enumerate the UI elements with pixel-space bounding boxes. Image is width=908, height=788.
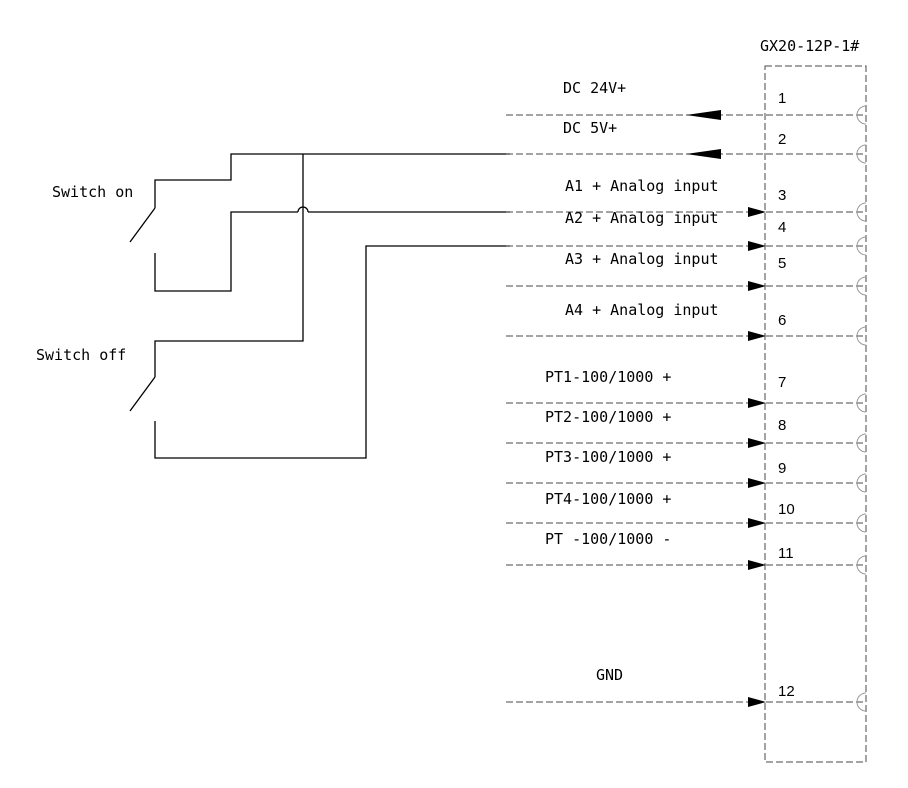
pin-3-label: A1 + Analog input: [565, 177, 719, 195]
pin-12-contact: [856, 692, 867, 712]
pin-10-arrow: [748, 518, 766, 528]
pin-3-number: 3: [778, 187, 786, 204]
switch-wiring: [129, 153, 510, 459]
pin-6-label: A4 + Analog input: [565, 301, 719, 319]
pin-3-contact: [856, 202, 867, 222]
connector-body: [764, 65, 867, 763]
pin-10-contact: [856, 513, 867, 533]
pin-2: DC 5V+ 2: [506, 119, 867, 164]
pin-5: A3 + Analog input 5: [506, 250, 867, 296]
switch-on-return-wire: [154, 211, 298, 292]
pin-10-label: PT4-100/1000 +: [545, 490, 671, 508]
pin-9: PT3-100/1000 + 9: [506, 448, 867, 493]
pin-1-label: DC 24V+: [563, 79, 626, 97]
pin-1: DC 24V+ 1: [506, 79, 867, 125]
pin-2-contact: [856, 144, 867, 164]
pin-8: PT2-100/1000 + 8: [506, 408, 867, 453]
pin-5-arrow: [748, 281, 766, 291]
pin-12: GND 12: [506, 666, 867, 712]
pin-8-arrow: [748, 438, 766, 448]
switch-on-label: Switch on: [52, 183, 133, 201]
pin-3-arrow: [748, 207, 766, 217]
pin-7: PT1-100/1000 + 7: [506, 368, 867, 413]
pin-12-arrow: [748, 697, 766, 707]
pin-4-label: A2 + Analog input: [565, 209, 719, 227]
pin-6-arrow: [748, 331, 766, 341]
pin-5-number: 5: [778, 255, 786, 272]
pin-11: PT -100/1000 - 11: [506, 530, 867, 575]
pin-12-label: GND: [596, 666, 623, 684]
pin-9-contact: [856, 473, 867, 493]
pin-7-contact: [856, 393, 867, 413]
pin-5-contact: [856, 276, 867, 296]
pin-9-label: PT3-100/1000 +: [545, 448, 671, 466]
switch-off-label: Switch off: [36, 346, 126, 364]
switch-off-contact: [129, 376, 156, 412]
pin-4: A2 + Analog input 4: [506, 209, 867, 256]
pin-6: A4 + Analog input 6: [506, 301, 867, 346]
pin-9-arrow: [748, 478, 766, 488]
pin-11-contact: [856, 555, 867, 575]
pin-11-number: 11: [778, 545, 794, 562]
pin-2-arrow: [686, 149, 721, 159]
pin-7-arrow: [748, 398, 766, 408]
switch-off-to-a2-wire: [154, 245, 510, 459]
pin-4-contact: [856, 236, 867, 256]
pin-2-number: 2: [778, 131, 786, 148]
pin-10: PT4-100/1000 + 10: [506, 490, 867, 533]
pin-12-number: 12: [778, 683, 795, 700]
pin-7-label: PT1-100/1000 +: [545, 368, 671, 386]
pin-5-label: A3 + Analog input: [565, 250, 719, 268]
switch-on-supply-wire: [154, 153, 510, 208]
pin-8-label: PT2-100/1000 +: [545, 408, 671, 426]
pin-2-label: DC 5V+: [563, 119, 617, 137]
pin-6-number: 6: [778, 312, 786, 329]
pin-9-number: 9: [778, 460, 786, 477]
pin-11-label: PT -100/1000 -: [545, 530, 671, 548]
pin-7-number: 7: [778, 374, 786, 391]
pin-8-contact: [856, 433, 867, 453]
pin-10-number: 10: [778, 501, 795, 518]
switch-on-contact: [129, 207, 156, 243]
pin-8-number: 8: [778, 417, 786, 434]
pin-6-contact: [856, 326, 867, 346]
connector-pins: DC 24V+ 1 DC 5V+ 2 A1 + Analog input 3 A2 + An…: [506, 79, 867, 712]
pin-11-arrow: [748, 560, 766, 570]
switch-off-supply-wire: [154, 154, 304, 377]
pin-1-contact: [856, 105, 867, 125]
pin-3: A1 + Analog input 3: [506, 177, 867, 222]
pin-1-number: 1: [778, 90, 786, 107]
connector-title: GX20-12P-1#: [760, 37, 859, 55]
pin-1-arrow: [686, 110, 721, 120]
pin-4-number: 4: [778, 219, 786, 236]
pin-4-arrow: [748, 241, 766, 251]
